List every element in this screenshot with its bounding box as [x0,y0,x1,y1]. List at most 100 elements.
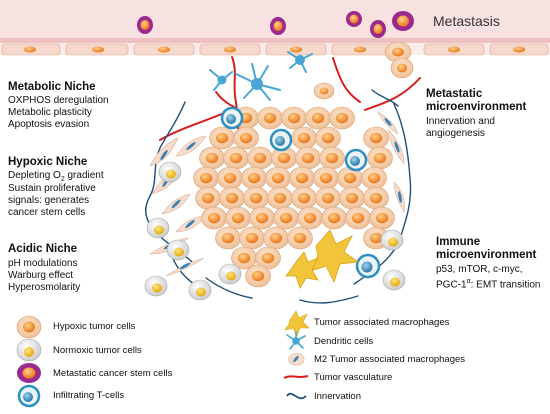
normoxic-tumor-cell [218,263,242,285]
immune-microenv-title-2: microenvironment [436,249,537,261]
hypoxic-tumor-cell [193,166,219,190]
hypoxic-tumor-cell [339,186,365,210]
legend-stem-cell-icon [17,363,41,383]
legend-m2-macrophage-icon [288,352,305,366]
hypoxic-niche-line-2: Sustain proliferative [8,183,96,194]
acidic-niche-line-3: Hyperosmolarity [8,282,81,293]
hypoxic-tumor-cell [267,186,293,210]
hypoxic-tumor-cell [321,206,347,230]
immune-microenv-title-1: Immune [436,236,481,248]
hypoxic-tumor-cell [305,106,331,130]
hypoxic-tumor-cell [271,146,297,170]
dendritic-cells [209,51,313,101]
hypoxic-tumor-cell [329,106,355,130]
hypoxic-tumor-cell [243,186,269,210]
hypoxic-tumor-cell [257,106,283,130]
legend-dendritic-label: Dendritic cells [314,336,374,347]
infiltrating-t-cells-in-tumor [220,106,381,279]
acidic-niche-title: Acidic Niche [8,243,78,255]
legend-macrophage-label: Tumor associated macrophages [314,317,450,328]
metastatic-microenv-title-2: microenvironment [426,101,527,113]
acidic-niche-line-1: pH modulations [8,258,78,269]
hypoxic-tumor-cell [231,246,257,270]
hypoxic-tumor-cell [297,206,323,230]
metabolic-niche-line-1: OXPHOS deregulation [8,95,109,106]
metastatic-microenv-title-1: Metastatic [426,88,483,100]
hypoxic-tumor-cell [289,166,315,190]
hypoxic-tumor-cell [233,126,259,150]
legend-vasculature-label: Tumor vasculature [314,372,393,383]
legend-icons [16,310,310,408]
hypoxic-tumor-cell [217,166,243,190]
legend-innervation-icon [286,392,307,400]
hypoxic-tumor-cell [247,146,273,170]
circulating-stem-cells [137,11,414,38]
hypoxic-tumor-cell [223,146,249,170]
hypoxic-tumor-cell [219,186,245,210]
normoxic-tumor-cell [380,229,404,251]
hypoxic-tumor-cell [287,226,313,250]
acidic-niche-line-2: Warburg effect [8,270,74,281]
hypoxic-tumor-cell [245,264,271,288]
hypoxic-tumor-cell [273,206,299,230]
hypoxic-tumor-cell [281,106,307,130]
normoxic-tumor-cell [188,279,212,301]
normoxic-tumor-cell [146,217,170,239]
hypoxic-tumor-cell [263,226,289,250]
hypoxic-tumor-cell [239,226,265,250]
metabolic-niche-line-3: Apoptosis evasion [8,119,90,130]
hypoxic-tumor-cell [369,206,395,230]
tumor-associated-macrophages [285,229,360,289]
hypoxic-tumor-cell [199,146,225,170]
hypoxic-tumor-cell [249,206,275,230]
endothelial-cells [1,43,549,56]
hypoxic-tumor-cell [367,146,393,170]
hypoxic-tumor-cell [225,206,251,230]
metabolic-niche-title: Metabolic Niche [8,81,96,93]
hypoxic-tumor-cell [363,126,389,150]
metabolic-niche-line-2: Metabolic plasticity [8,107,92,118]
normoxic-tumor-cell [144,275,168,297]
hypoxic-tumor-cell [209,126,235,150]
metastatic-microenv-line-2: angiogenesis [426,128,485,139]
hypoxic-tumor-cell [201,206,227,230]
legend-t-cell-icon [17,384,41,408]
legend-stem-cell-label: Metastatic cancer stem cells [53,368,173,379]
hypoxic-tumor-cell [363,186,389,210]
legend-dendritic-icon [286,331,306,350]
normoxic-tumor-cell [158,161,182,183]
blood-vessel-banner [0,0,550,56]
hypoxic-tumor-cell [241,166,267,190]
hypoxic-tumor-cell [291,126,317,150]
legend-hypoxic-icon [16,315,42,339]
hypoxic-tumor-cell [295,146,321,170]
peripheral-normoxic-cells [144,161,406,301]
legend-innervation-label: Innervation [314,391,362,402]
hypoxic-tumor-cell [345,206,371,230]
hypoxic-tumor-cell [315,126,341,150]
extravasating-cells [313,41,414,100]
legend-m2-macrophage-label: M2 Tumor associated macrophages [314,354,466,365]
hypoxic-niche-line-4: cancer stem cells [8,207,86,218]
hypoxic-tumor-cell [265,166,291,190]
normoxic-tumor-cell [166,239,190,261]
hypoxic-tumor-cell [315,186,341,210]
normoxic-tumor-cell [382,269,406,291]
immune-microenv-line-1: p53, mTOR, c-myc, [436,264,523,275]
hypoxic-niche-line-3: signals: generates [8,195,90,206]
hypoxic-tumor-cell [195,186,221,210]
legend-normoxic-label: Normoxic tumor cells [53,345,142,356]
hypoxic-tumor-cell [319,146,345,170]
hypoxic-niche-line-1: Depleting O2 gradient [8,170,104,183]
legend-normoxic-icon [16,338,42,362]
immune-microenv-line-2: PGC-1α: EMT transition [436,278,541,291]
legend-hypoxic-label: Hypoxic tumor cells [53,321,136,332]
metastatic-microenv-line-1: Innervation and [426,116,495,127]
metastasis-label: Metastasis [433,13,500,29]
hypoxic-tumor-cell [361,166,387,190]
hypoxic-tumor-cell [313,166,339,190]
legend-t-cell-label: Infiltrating T-cells [53,390,125,401]
legend-macrophage-icon [284,310,310,337]
endothelial-nuclei [24,46,525,53]
